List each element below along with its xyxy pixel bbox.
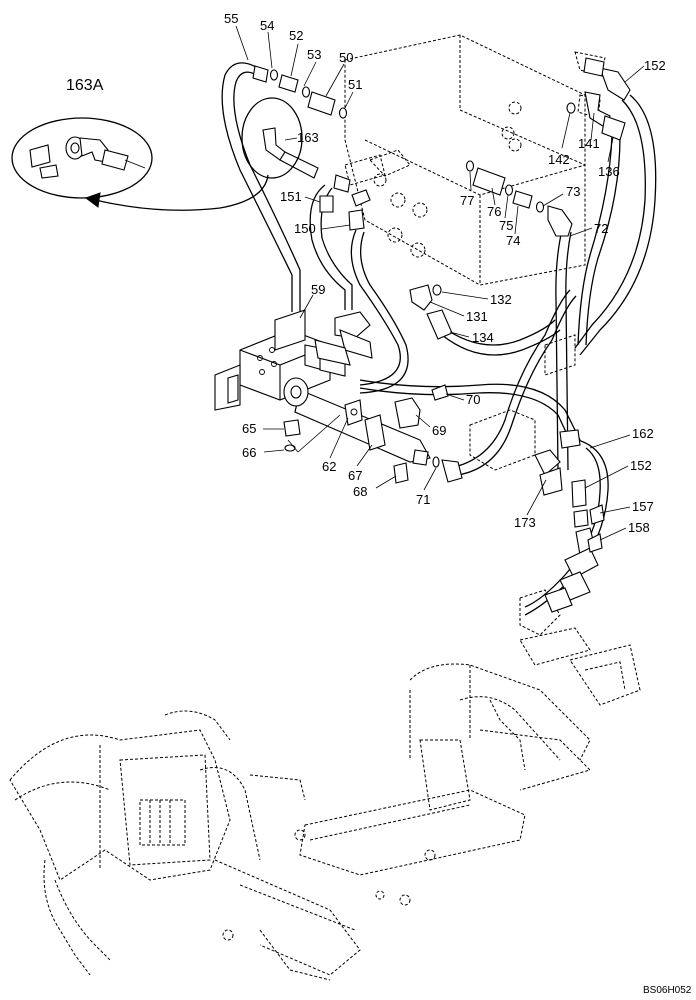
fittings — [252, 57, 631, 340]
detail-163a — [11, 97, 303, 211]
callout-66: 66 — [242, 445, 256, 460]
callout-75: 75 — [499, 218, 513, 233]
callout-68: 68 — [353, 484, 367, 499]
callout-65: 65 — [242, 421, 256, 436]
figure-code: BS06H052 — [643, 985, 692, 996]
callout-72: 72 — [594, 221, 608, 236]
callout-76: 76 — [487, 204, 501, 219]
hoses — [221, 62, 657, 616]
callout-70: 70 — [466, 392, 480, 407]
valve-block-outline — [344, 34, 586, 286]
lower-structure-outline — [9, 627, 641, 981]
callout-59: 59 — [311, 282, 325, 297]
callout-141: 141 — [578, 136, 600, 151]
callout-74: 74 — [506, 233, 520, 248]
callout-52: 52 — [289, 28, 303, 43]
callout-151: 151 — [280, 189, 302, 204]
callout-163a: 163A — [66, 77, 104, 94]
callout-62: 62 — [322, 459, 336, 474]
callout-50: 50 — [339, 50, 353, 65]
control-block-59 — [214, 309, 605, 613]
callout-131: 131 — [466, 309, 488, 324]
callout-54: 54 — [260, 18, 274, 33]
callout-142: 142 — [548, 152, 570, 167]
callout-162: 162 — [632, 426, 654, 441]
callout-51: 51 — [348, 77, 362, 92]
callout-132: 132 — [490, 292, 512, 307]
dashed-fittings — [344, 51, 606, 636]
callout-152-right: 152 — [630, 458, 652, 473]
leader-lines — [235, 25, 645, 541]
callout-55: 55 — [224, 11, 238, 26]
callout-69: 69 — [432, 423, 446, 438]
callout-157: 157 — [632, 499, 654, 514]
callout-134: 134 — [472, 330, 494, 345]
callout-136: 136 — [598, 164, 620, 179]
callout-152-top: 152 — [644, 58, 666, 73]
callout-163: 163 — [297, 130, 319, 145]
callout-150: 150 — [294, 221, 316, 236]
callout-73: 73 — [566, 184, 580, 199]
callout-53: 53 — [307, 47, 321, 62]
callout-71: 71 — [416, 492, 430, 507]
callout-77: 77 — [460, 193, 474, 208]
callout-67: 67 — [348, 468, 362, 483]
callout-158: 158 — [628, 520, 650, 535]
callout-173: 173 — [514, 515, 536, 530]
callout-labels: 55 54 52 53 50 51 163 163A 151 150 59 77… — [66, 11, 692, 996]
